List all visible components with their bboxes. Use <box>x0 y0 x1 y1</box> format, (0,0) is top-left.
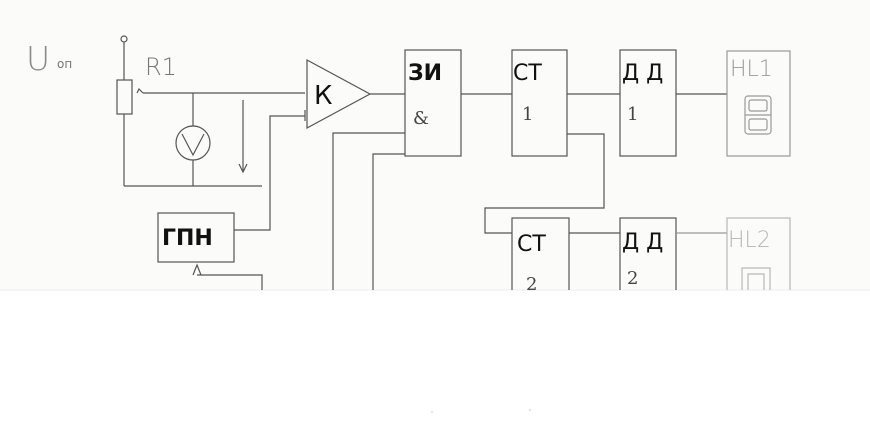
circuit-wires <box>116 35 727 290</box>
zi-and-symbol: & <box>413 108 429 129</box>
hl2-digit-inner <box>747 273 765 290</box>
ct1-label: СТ <box>513 61 542 86</box>
hl1-label: HL1 <box>730 57 773 82</box>
comparator-triangle <box>306 58 372 130</box>
gpn-sync-arrow <box>192 263 202 276</box>
dd1-label: Д Д <box>622 61 663 86</box>
zi-control-bus <box>332 132 405 290</box>
probe-arrow <box>238 163 248 174</box>
gpn-comparator-wire <box>234 115 305 231</box>
labels: U оп R1 К ЗИ & СТ 1 Д Д 1 HL1 ГПН СТ 2 Д… <box>26 39 773 295</box>
u-symbol: U <box>26 39 50 78</box>
hl1-digit-lower-window <box>748 118 768 131</box>
gpn-sync-wire <box>197 274 263 290</box>
r1-resistor <box>116 79 133 115</box>
ct2-label: СТ <box>517 232 546 257</box>
hl1-digit-upper-window <box>748 99 768 112</box>
hl2-frame <box>726 217 791 290</box>
ct2-number: 2 <box>526 274 537 295</box>
hl1-frame <box>726 50 791 157</box>
ct1-ct2-carry-wire <box>484 133 605 234</box>
r1-supply-terminal <box>120 35 128 43</box>
voltmeter-v-symbol <box>181 133 205 157</box>
page-blank-area <box>0 290 870 427</box>
r1-label: R1 <box>145 53 177 81</box>
zi-clock-bus <box>372 153 405 290</box>
gpn-block <box>157 212 235 263</box>
hl2-indicator <box>726 217 791 290</box>
dd2-block <box>619 217 677 290</box>
scan-specks <box>431 409 531 413</box>
ct2-block <box>511 217 570 290</box>
ct1-number: 1 <box>522 104 533 125</box>
ct1-block <box>511 49 568 157</box>
hl2-digit-outline <box>741 267 771 290</box>
dd1-number: 1 <box>627 104 638 125</box>
zi-block <box>404 49 462 157</box>
hl1-indicator <box>726 50 791 157</box>
gpn-label: ГПН <box>162 226 213 251</box>
r1-wiper-arrow <box>136 87 144 94</box>
dd2-label: Д Д <box>622 230 663 255</box>
hl2-label: HL2 <box>728 228 771 253</box>
zi-label: ЗИ <box>408 61 442 86</box>
dd1-block <box>619 49 677 157</box>
dd2-number: 2 <box>627 268 638 289</box>
u-subscript: оп <box>57 57 72 71</box>
k-label: К <box>314 81 332 111</box>
scan-speck <box>431 411 433 413</box>
scan-speck <box>529 409 531 411</box>
